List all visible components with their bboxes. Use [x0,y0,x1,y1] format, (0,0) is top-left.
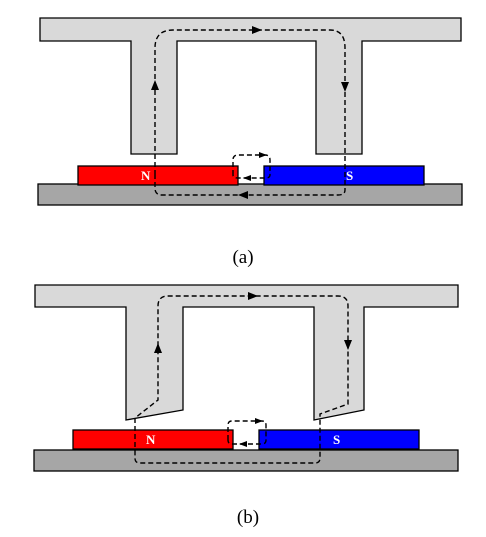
base-plate-b [33,449,459,472]
flux-arrow-down-a [341,82,349,92]
leak-arrow-right-b [255,418,263,424]
flux-arrow-left-a [238,191,248,199]
south-magnet-b [258,429,420,450]
panel-b: N S (b) [33,284,459,528]
north-magnet-b [72,429,234,450]
north-magnet-a [77,165,239,186]
flux-arrow-down-b [344,340,352,350]
north-label-b: N [146,432,156,447]
flux-loop-leak-b [227,420,267,445]
flux-arrow-right-b [248,292,258,300]
core-a [39,17,462,155]
flux-arrow-up-b [154,343,162,353]
south-label-a: S [346,168,353,183]
flux-loop-main-b [134,295,349,464]
core-b [34,284,459,421]
leak-arrow-right-a [259,152,267,158]
south-magnet-a [263,165,425,186]
leak-arrow-left-b [239,441,247,447]
south-label-b: S [333,432,340,447]
flux-loop-main-a [154,29,346,196]
flux-arrow-right-a [252,26,262,34]
flux-arrow-up-a [151,80,159,90]
caption-a: (a) [232,247,253,268]
flux-loop-leak-a [232,154,271,179]
leak-arrow-left-a [243,175,251,181]
caption-b: (b) [237,507,259,528]
north-label-a: N [141,168,151,183]
panel-a: N S (a) [37,17,463,268]
